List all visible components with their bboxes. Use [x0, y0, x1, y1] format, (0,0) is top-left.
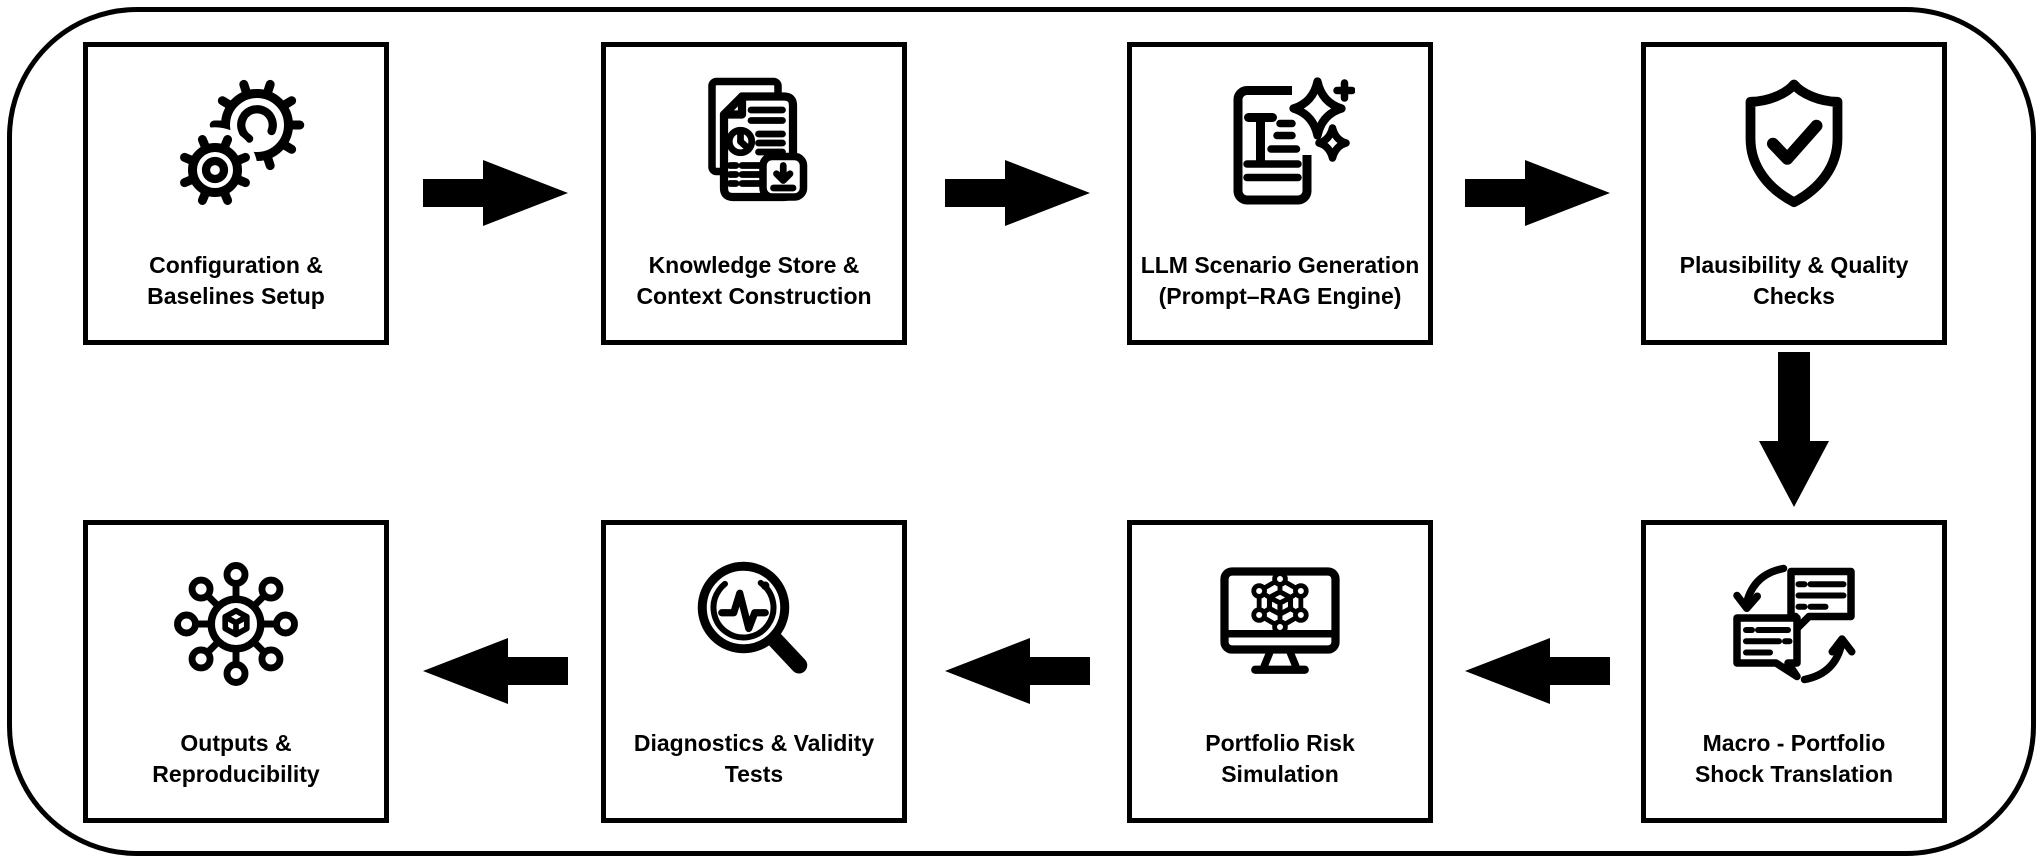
arrow-right-2-icon: [945, 160, 1090, 226]
document-sparkle-icon: [1205, 71, 1355, 221]
step-label-macro-shock-translation: Macro - Portfolio Shock Translation: [1694, 730, 1894, 787]
step-box-macro-shock-translation: Macro - Portfolio Shock Translation: [1641, 520, 1947, 823]
arrow-down-icon: [1759, 352, 1829, 507]
arrow-right-1-icon: [423, 160, 568, 226]
step-box-plausibility-quality: Plausibility & Quality Checks: [1641, 42, 1947, 345]
step-box-llm-scenario-generation: LLM Scenario Generation (Prompt–RAG Engi…: [1127, 42, 1433, 345]
step-label-portfolio-risk-simulation: Portfolio Risk Simulation: [1205, 730, 1355, 787]
step-label-outputs-reproducibility: Outputs & Reproducibility: [152, 730, 320, 787]
chat-exchange-icon: [1719, 549, 1869, 699]
arrow-left-3-icon: [423, 638, 568, 704]
step-label-diagnostics-validity: Diagnostics & Validity Tests: [633, 730, 875, 787]
documents-report-icon: [679, 71, 829, 221]
monitor-cube-network-icon: [1205, 549, 1355, 699]
magnifier-pulse-icon: [679, 549, 829, 699]
hub-network-icon: [161, 549, 311, 699]
step-box-diagnostics-validity: Diagnostics & Validity Tests: [601, 520, 907, 823]
step-box-portfolio-risk-simulation: Portfolio Risk Simulation: [1127, 520, 1433, 823]
arrow-left-1-icon: [1465, 638, 1610, 704]
step-box-outputs-reproducibility: Outputs & Reproducibility: [83, 520, 389, 823]
arrow-left-2-icon: [945, 638, 1090, 704]
shield-check-icon: [1719, 71, 1869, 221]
gears-icon: [161, 71, 311, 221]
step-label-llm-scenario-generation: LLM Scenario Generation (Prompt–RAG Engi…: [1140, 252, 1420, 309]
step-label-plausibility-quality: Plausibility & Quality Checks: [1679, 252, 1909, 309]
step-box-knowledge-store: Knowledge Store & Context Construction: [601, 42, 907, 345]
step-label-knowledge-store: Knowledge Store & Context Construction: [636, 252, 872, 309]
step-box-configuration-baselines: Configuration & Baselines Setup: [83, 42, 389, 345]
arrow-right-3-icon: [1465, 160, 1610, 226]
step-label-configuration-baselines: Configuration & Baselines Setup: [147, 252, 325, 309]
